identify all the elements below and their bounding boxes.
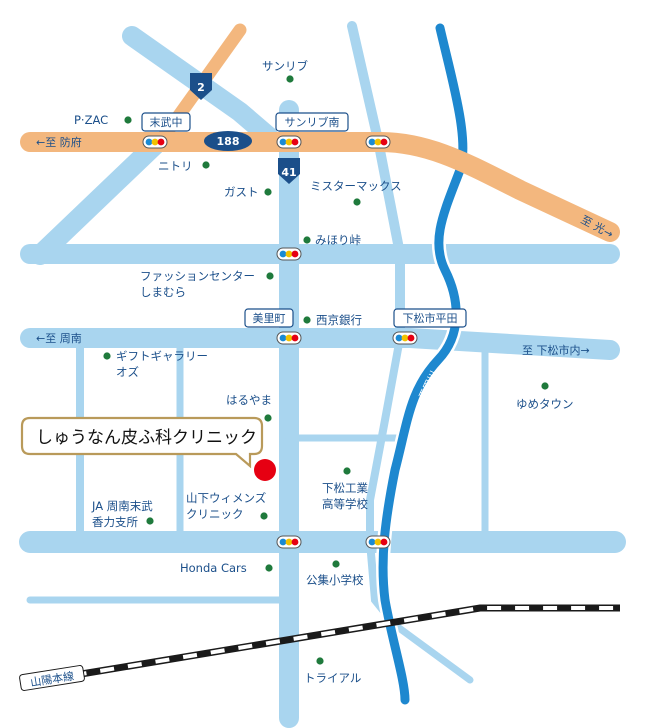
traffic-light-icon xyxy=(276,135,302,149)
landmark-kudamatsu-school-line2: 高等学校 xyxy=(322,497,368,511)
road-southeast-diagonal xyxy=(391,621,474,684)
traffic-light-icon xyxy=(365,135,391,149)
route-2-shield: 2 xyxy=(190,73,212,100)
sign-misato-cho: 美里町 xyxy=(244,308,294,328)
route-shield-icon xyxy=(190,73,212,100)
clinic-callout: しゅうなん皮ふ科クリニック xyxy=(20,416,264,469)
traffic-light-icon xyxy=(276,535,302,549)
landmark-honda: Honda Cars xyxy=(180,561,247,575)
landmark-sunrib: サンリブ xyxy=(262,59,308,73)
road-east-diagonal xyxy=(347,21,405,343)
landmark-mister-max: ミスターマックス xyxy=(310,179,402,193)
landmark-youme-town: ゆめタウン xyxy=(516,397,574,411)
traffic-light-icon xyxy=(392,331,418,345)
sanyo-main-line xyxy=(44,604,620,684)
sign-kudamatsu-hirata: 下松市平田 xyxy=(393,308,467,328)
traffic-light-icon xyxy=(365,535,391,549)
landmark-dot xyxy=(265,564,273,572)
route-41-number: 41 xyxy=(281,166,296,179)
landmarks: サンリブ P·ZAC ニトリ ガスト ミスターマックス みほり峠 ファッションセ… xyxy=(74,59,574,685)
landmark-dot xyxy=(260,512,268,520)
landmark-ja-line1: JA 周南末武 xyxy=(91,499,153,513)
railway-label-bg xyxy=(19,665,85,691)
direction-to-hofu: ←至 防府 xyxy=(36,135,82,149)
railway-label-box: 山陽本線 xyxy=(19,665,85,691)
diagonal-road-nitori xyxy=(30,135,165,265)
landmark-dot xyxy=(286,75,294,83)
sign-label: サンリブ南 xyxy=(285,115,340,129)
landmark-gift-gallery-line1: ギフトギャラリー xyxy=(116,349,208,363)
landmark-gift-gallery-line2: オズ xyxy=(116,365,139,379)
landmark-dot xyxy=(264,188,272,196)
traffic-signals xyxy=(142,135,418,549)
landmark-dot xyxy=(332,560,340,568)
traffic-light-icon xyxy=(142,135,168,149)
sign-label: 美里町 xyxy=(253,312,286,325)
landmark-fashion-center-line1: ファッションセンター xyxy=(140,269,255,283)
landmark-yamashita-line2: クリニック xyxy=(186,507,244,521)
route-188-number: 188 xyxy=(217,135,240,148)
sign-suetake-naka: 末武中 xyxy=(141,112,191,132)
railway-dashes xyxy=(44,606,620,682)
landmark-mihori-toge: みほり峠 xyxy=(315,233,361,247)
landmark-dot xyxy=(202,161,210,169)
landmark-dot xyxy=(146,517,154,525)
landmark-nitori: ニトリ xyxy=(158,159,193,173)
sign-sunrib-minami: サンリブ南 xyxy=(275,112,349,132)
landmark-kudamatsu-school-line1: 下松工業 xyxy=(322,481,368,495)
route-shield-icon xyxy=(204,131,252,151)
landmark-trial: トライアル xyxy=(304,671,361,685)
direction-to-shunan: ←至 周南 xyxy=(36,332,82,345)
railway-label: 山陽本線 xyxy=(29,669,75,690)
landmark-gusto: ガスト xyxy=(224,185,259,199)
callout-box xyxy=(20,416,264,469)
landmark-ja-line2: 香力支所 xyxy=(92,515,138,529)
railway-outline xyxy=(44,604,620,684)
landmark-dot xyxy=(264,414,272,422)
landmark-dot xyxy=(303,236,311,244)
road-east-lower xyxy=(366,334,404,629)
sign-box xyxy=(141,112,191,132)
route-188-shield: 188 xyxy=(204,131,252,151)
landmark-dot xyxy=(316,657,324,665)
sign-label: 下松市平田 xyxy=(403,311,458,325)
sign-label: 末武中 xyxy=(150,115,183,129)
clinic-name: しゅうなん皮ふ科クリニック xyxy=(36,428,257,448)
sign-box xyxy=(244,308,294,328)
route-shield-icon xyxy=(278,158,300,184)
route-2-number: 2 xyxy=(197,81,205,94)
sign-box xyxy=(393,308,467,328)
direction-to-kudamatsu: 至 下松市内→ xyxy=(522,343,590,357)
landmark-fashion-center-line2: しまむら xyxy=(140,285,186,299)
landmark-haruyama: はるやま xyxy=(226,393,272,407)
landmark-dot xyxy=(541,382,549,390)
clinic-location-marker[interactable] xyxy=(254,459,276,481)
landmark-dot xyxy=(103,352,111,360)
route-41-shield: 41 xyxy=(278,158,300,184)
landmark-dot xyxy=(124,116,132,124)
landmark-dot xyxy=(353,198,361,206)
traffic-light-icon xyxy=(276,331,302,345)
diagonal-road-northwest xyxy=(122,26,278,146)
landmark-dot xyxy=(303,316,311,324)
landmark-saikyo-bank: 西京銀行 xyxy=(316,313,362,327)
landmark-dot xyxy=(343,467,351,475)
sign-box xyxy=(275,112,349,132)
landmark-pzac: P·ZAC xyxy=(74,113,108,127)
landmark-kushu-school: 公集小学校 xyxy=(306,573,364,587)
traffic-light-icon xyxy=(276,247,302,261)
landmark-yamashita-line1: 山下ウィメンズ xyxy=(186,491,266,505)
landmark-dot xyxy=(266,272,274,280)
